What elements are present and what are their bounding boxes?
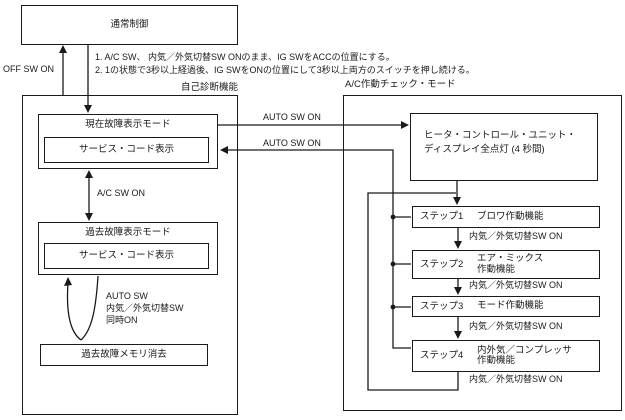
arrow-ig-down xyxy=(84,45,92,113)
erase-memory-label: 過去故障メモリ消去 xyxy=(81,349,167,361)
auto-sw-on-label-2: AUTO SW ON xyxy=(263,138,321,148)
auto-sw-on-label-1: AUTO SW ON xyxy=(263,112,321,122)
past-failure-mode-title: 過去故障表示モード xyxy=(85,227,171,238)
ac-check-mode-title: A/C作動チェック・モード xyxy=(345,79,456,90)
step3-box: ステップ3 モード作動機能 xyxy=(412,296,600,317)
step2-desc: エア・ミックス 作動機能 xyxy=(477,253,544,275)
arrow-auto-sw-return-bus xyxy=(220,146,411,349)
wire-erase-memory-loop xyxy=(64,275,99,341)
wire-step4-loop-to-step1 xyxy=(367,192,459,391)
normal-control-label: 通常制御 xyxy=(110,19,149,31)
heater-unit-display-box: ヒータ・コントロール・ユニット・ ディスプレイ全点灯 (4 秒間) xyxy=(410,113,598,181)
current-failure-mode-title: 現在故障表示モード xyxy=(85,119,171,130)
step1-box: ステップ1 ブロワ作動機能 xyxy=(412,206,600,228)
step2-name: ステップ2 xyxy=(420,258,464,270)
erase-transition-line-2: 内気／外気切替SW xyxy=(106,303,184,313)
self-diagnosis-title: 自己診断機能 xyxy=(180,82,238,93)
step4-desc-line-2: 作動機能 xyxy=(477,355,516,366)
off-sw-on-label: OFF SW ON xyxy=(3,64,54,74)
procedure-note-1: 1. A/C SW、 内気／外気切替SW ONのまま、IG SWをACCの位置に… xyxy=(95,52,395,62)
heater-unit-display-text: ヒータ・コントロール・ユニット・ ディスプレイ全点灯 (4 秒間) xyxy=(411,114,597,156)
step1-desc: ブロワ作動機能 xyxy=(477,210,544,222)
step3-name: ステップ3 xyxy=(420,300,464,312)
step3-transition-label: 内気／外気切替SW ON xyxy=(469,321,563,331)
step1-name: ステップ1 xyxy=(420,211,464,223)
erase-memory-box: 過去故障メモリ消去 xyxy=(40,344,208,366)
current-service-code-box: サービス・コード表示 xyxy=(44,137,209,163)
arrow-step1-step2 xyxy=(454,228,462,249)
heater-display-line-2: ディスプレイ全点灯 (4 秒間) xyxy=(424,143,545,155)
past-service-code-box: サービス・コード表示 xyxy=(44,243,209,269)
past-failure-mode-box: 過去故障表示モード サービス・コード表示 xyxy=(38,222,218,275)
procedure-note-2: 2. 1の状態で3秒以上経過後、IG SWをONの位置にして3秒以上両方のスイッ… xyxy=(95,65,475,75)
ac-check-mode-container xyxy=(343,95,622,411)
erase-transition-line-3: 同時ON xyxy=(106,315,138,325)
step2-transition-label: 内気／外気切替SW ON xyxy=(469,280,563,290)
arrow-off-sw-up xyxy=(59,45,67,95)
step3-desc: モード作動機能 xyxy=(477,300,544,312)
step4-name: ステップ4 xyxy=(420,350,464,362)
step2-desc-line-1: エア・ミックス xyxy=(477,253,544,264)
procedure-notes: 1. A/C SW、 内気／外気切替SW ONのまま、IG SWをACCの位置に… xyxy=(95,51,475,77)
past-service-code-label: サービス・コード表示 xyxy=(78,250,174,262)
current-failure-mode-box: 現在故障表示モード サービス・コード表示 xyxy=(38,114,218,169)
erase-memory-transition-label: AUTO SW 内気／外気切替SW 同時ON xyxy=(106,290,184,326)
step4-transition-label: 内気／外気切替SW ON xyxy=(469,374,563,384)
arrow-step3-step4 xyxy=(454,317,462,339)
normal-control-box: 通常制御 xyxy=(21,5,238,45)
arrow-step2-step3 xyxy=(454,279,462,295)
step2-desc-line-2: 作動機能 xyxy=(477,263,516,275)
current-service-code-label: サービス・コード表示 xyxy=(78,144,174,156)
ac-sw-on-label: A/C SW ON xyxy=(97,188,146,198)
step4-desc: 内外気／コンプレッサ 作動機能 xyxy=(477,344,572,367)
heater-display-line-1: ヒータ・コントロール・ユニット・ xyxy=(424,130,577,141)
erase-transition-line-1: AUTO SW xyxy=(106,291,148,301)
step1-transition-label: 内気／外気切替SW ON xyxy=(469,231,563,241)
step4-box: ステップ4 内外気／コンプレッサ 作動機能 xyxy=(412,340,600,372)
arrow-mode-toggle xyxy=(85,170,93,221)
step2-box: ステップ2 エア・ミックス 作動機能 xyxy=(412,250,600,279)
arrow-header-to-step1 xyxy=(453,181,461,205)
arrow-auto-sw-to-check-mode xyxy=(218,121,409,129)
self-diagnosis-container xyxy=(22,95,238,415)
step4-desc-line-1: 内外気／コンプレッサ xyxy=(477,344,572,356)
